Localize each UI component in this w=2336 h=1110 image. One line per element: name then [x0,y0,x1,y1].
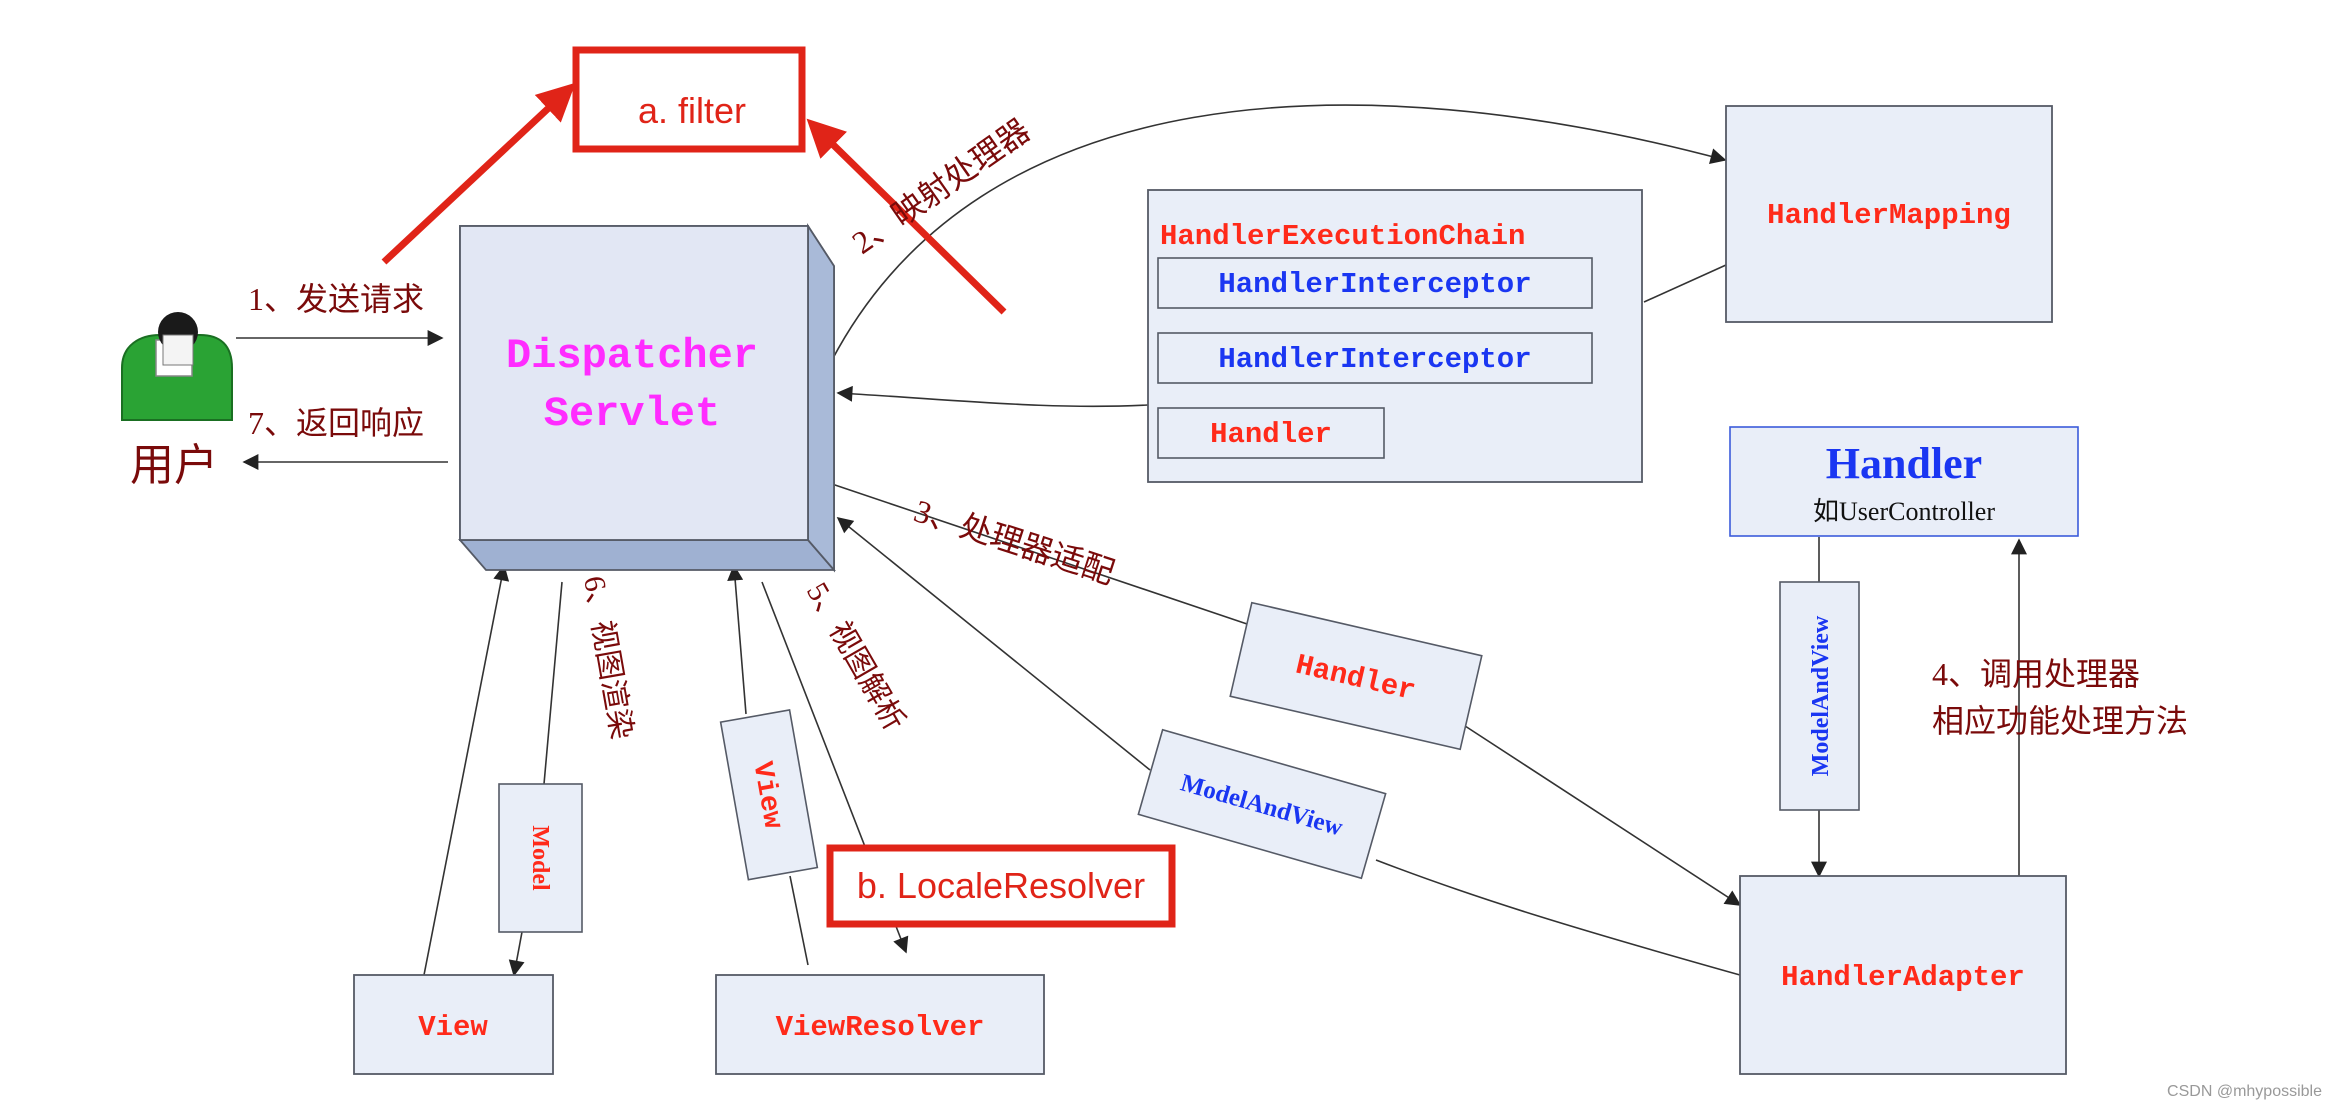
locale-resolver-label: b. LocaleResolver [857,865,1145,906]
dispatcher-servlet-box [458,222,836,573]
handler-adapter-box [1739,875,2067,1075]
handler-box-subtitle: 如UserController [1813,497,1995,526]
mav-vertical-tag [1779,581,1860,811]
filter-box [572,46,806,153]
interceptor-label-2: HandlerInterceptor [1218,343,1531,376]
mav-tag: ModelAndView [1137,728,1387,880]
arrow-adapt-handler [831,483,1740,905]
view-tag: View [719,709,819,881]
view-resolver-label: ViewResolver [776,1011,985,1044]
handler-mapping-label: HandlerMapping [1767,199,2011,232]
handler-adapter-label: HandlerAdapter [1781,961,2025,994]
handler-box [1729,426,2079,537]
link-resolver-view-tag [789,875,809,966]
handler-box-title: Handler [1826,439,1982,488]
red-arrow-to-filter-right [806,118,1007,315]
step-return-response: 7、返回响应 [248,405,424,441]
interceptor-box-1 [1157,257,1593,309]
step-view-resolve: 5、视图解析 [800,577,911,736]
arrow-chain-return [836,385,1149,408]
arrow-view-tag-up [727,564,747,715]
chain-handler-box [1157,407,1385,459]
step-adapt-handler: 3、处理器适配 [910,492,1119,591]
interceptor-box-2 [1157,332,1593,384]
interceptor-label-1: HandlerInterceptor [1218,268,1531,301]
step-send-request: 1、发送请求 [248,281,424,317]
view-label: View [418,1011,488,1044]
step-view-render: 6、视图渲染 [577,573,638,741]
handler-mapping-box [1725,105,2053,323]
model-tag [498,783,583,933]
link-render-model [543,581,563,785]
red-highlight-arrows [381,82,1007,315]
arrow-model-view [508,931,525,977]
handler-tag: Handler [1229,601,1483,751]
view-box [353,974,554,1075]
user-icon [121,312,233,421]
arrow-mav-return [838,518,1741,976]
watermark: CSDN @mhypossible [2167,1083,2322,1100]
execution-chain-title: HandlerExecutionChain [1160,220,1525,253]
red-arrow-to-filter-left [381,82,576,265]
locale-resolver-box [826,844,1176,928]
filter-label: a. filter [638,90,746,131]
mav-vertical-label: ModelAndView [1808,615,1834,776]
user-label: 用户 [130,441,218,490]
model-tag-label: Model [527,825,553,891]
view-resolver-box [715,974,1045,1075]
step-invoke-handler-line1: 4、调用处理器 [1932,656,2140,692]
step-invoke-handler-line2: 相应功能处理方法 [1932,703,2188,739]
dispatcher-label-line2: Servlet [544,390,720,438]
chain-handler-label: Handler [1210,418,1332,451]
arrow-view-up [423,564,510,976]
arrow-map-handler [831,104,1727,361]
dispatcher-label-line1: Dispatcher [506,332,758,380]
connector-lines [236,104,2027,977]
link-mapping-chain [1643,264,1727,303]
